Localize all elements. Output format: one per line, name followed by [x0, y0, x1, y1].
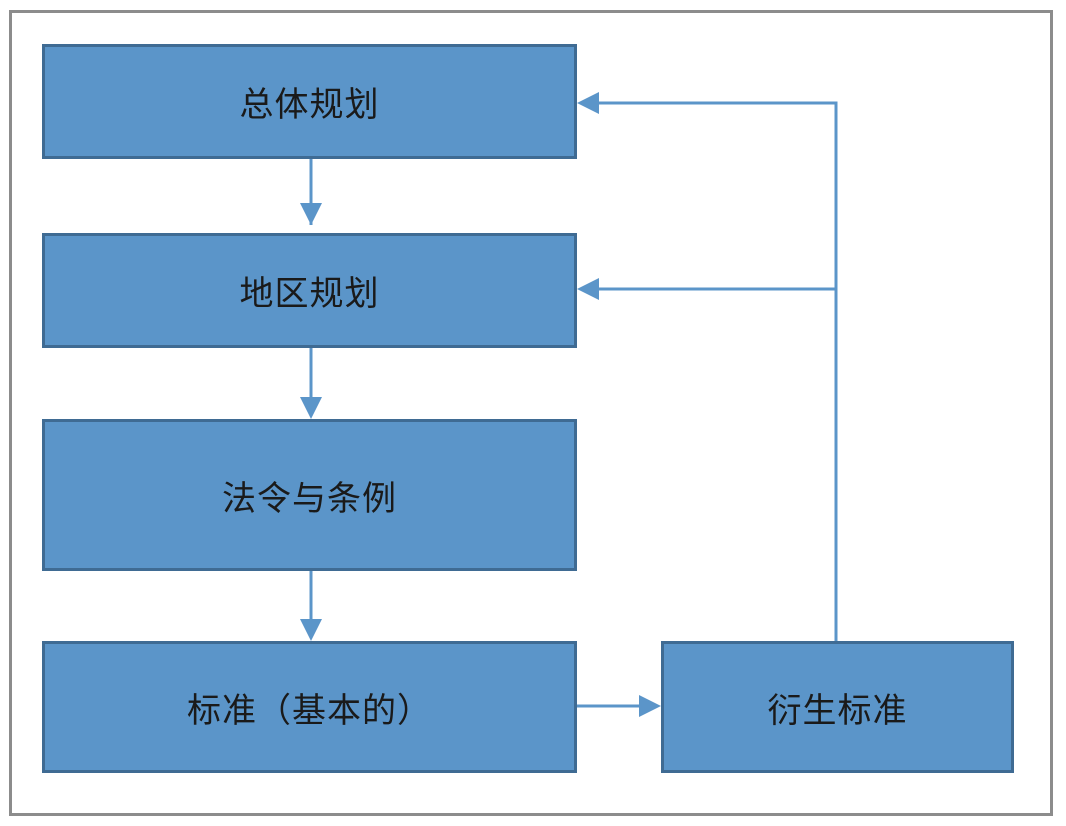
node-laws-and-regulations: 法令与条例	[42, 419, 577, 571]
node-basic-standards: 标准（基本的）	[42, 641, 577, 773]
node-laws-and-regulations-label: 法令与条例	[222, 478, 397, 519]
node-regional-plan: 地区规划	[42, 233, 577, 348]
node-derived-standards: 衍生标准	[661, 641, 1014, 773]
node-regional-plan-label: 地区规划	[239, 274, 380, 314]
node-basic-standards-label: 标准（基本的）	[187, 690, 432, 731]
diagram-frame	[9, 10, 1053, 816]
node-derived-standards-label: 衍生标准	[767, 690, 908, 731]
node-master-plan-label: 总体规划	[239, 85, 380, 125]
node-master-plan: 总体规划	[42, 44, 577, 159]
